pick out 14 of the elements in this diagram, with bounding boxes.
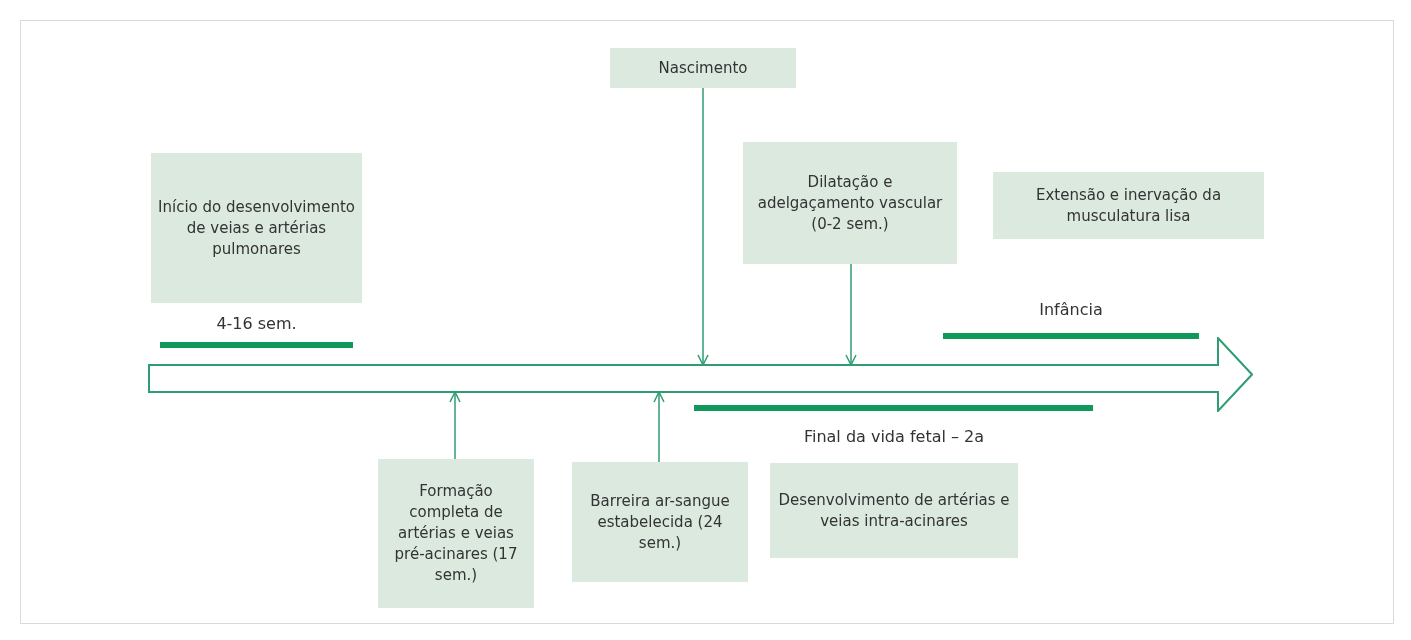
period-label: Final da vida fetal – 2a (802, 427, 986, 446)
event-box: Dilatação e adelgaçamento vascular (0-2 sem.) (743, 142, 957, 264)
event-box: Extensão e inervação da musculatura lisa (993, 172, 1264, 239)
arrow (449, 391, 461, 460)
event-box: Barreira ar-sangue estabelecida (24 sem.) (572, 462, 748, 582)
arrow (697, 87, 709, 366)
event-box: Início do desenvolvimento de veias e artérias pulmonares (151, 153, 362, 303)
arrow (845, 263, 857, 366)
period-label: 4-16 sem. (215, 314, 298, 333)
arrow (653, 391, 665, 463)
period-label: Infância (1038, 300, 1104, 319)
event-box: Desenvolvimento de artérias e veias intra-acinares (770, 463, 1018, 558)
event-box: Formação completa de artérias e veias pré-acinares (17 sem.) (378, 459, 534, 608)
event-box: Nascimento (610, 48, 796, 88)
